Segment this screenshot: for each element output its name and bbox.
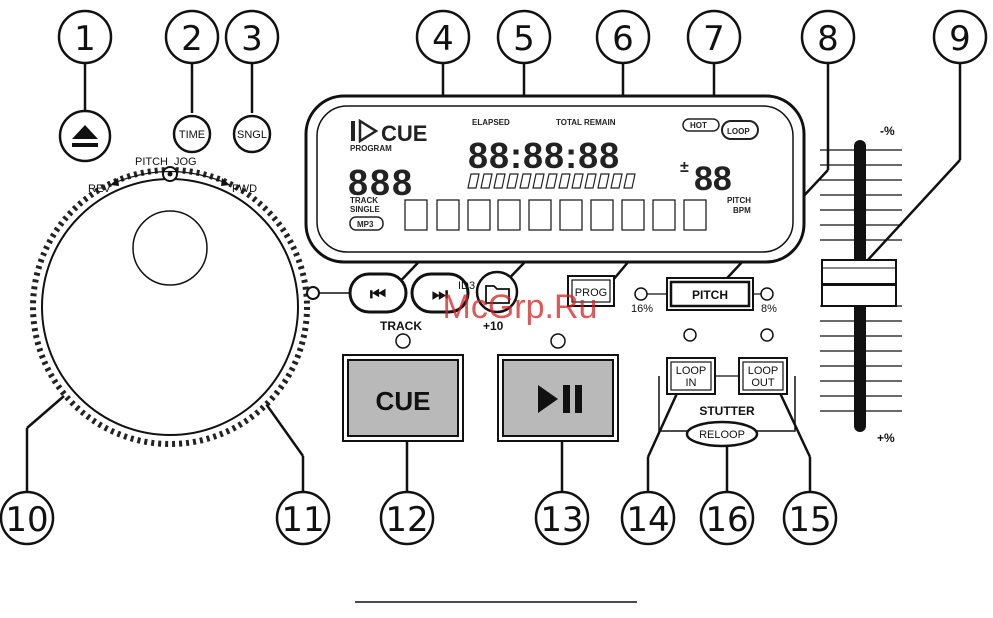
lcd-pitch-digits: 88 xyxy=(694,160,732,198)
svg-text:1: 1 xyxy=(74,19,96,59)
pitch-16-label: 16% xyxy=(631,303,653,315)
svg-text:11: 11 xyxy=(281,500,324,540)
callout-6: 6 xyxy=(597,11,649,63)
single-button[interactable]: SNGL xyxy=(234,116,270,152)
svg-text:SNGL: SNGL xyxy=(237,129,267,141)
svg-text:CUE: CUE xyxy=(376,386,431,416)
svg-text:9: 9 xyxy=(949,19,971,59)
callout-12: 12 xyxy=(381,492,433,544)
svg-text:4: 4 xyxy=(432,19,454,59)
pitch-plus-label: +% xyxy=(877,431,895,445)
callout-11: 11 xyxy=(277,492,329,544)
watermark: McGrp.Ru xyxy=(443,288,598,326)
svg-text:LOOP: LOOP xyxy=(748,365,779,377)
svg-text:14: 14 xyxy=(626,500,669,540)
callout-4: 4 xyxy=(417,11,469,63)
jog-wheel[interactable] xyxy=(33,170,307,444)
pitch-button[interactable]: PITCH xyxy=(667,278,753,310)
svg-text:PITCH: PITCH xyxy=(692,288,728,302)
callout-9: 9 xyxy=(934,11,986,63)
svg-text:PITCH: PITCH xyxy=(727,196,751,205)
svg-text:IN: IN xyxy=(686,377,697,389)
pitch-8-led xyxy=(761,288,773,300)
svg-text:MP3: MP3 xyxy=(357,220,374,229)
svg-text:15: 15 xyxy=(788,500,831,540)
svg-text:SINGLE: SINGLE xyxy=(350,205,380,214)
indicator-led xyxy=(307,287,319,299)
lcd-cue-indicator: CUE xyxy=(381,121,427,146)
jog-label: JOG xyxy=(174,156,197,168)
pitch-minus-label: -% xyxy=(880,124,895,138)
svg-text:5: 5 xyxy=(513,19,535,59)
play-pause-button[interactable] xyxy=(498,355,618,441)
svg-text:3: 3 xyxy=(241,19,263,59)
pitch-8-label: 8% xyxy=(761,303,777,315)
svg-text:13: 13 xyxy=(540,500,583,540)
time-button[interactable]: TIME xyxy=(174,116,210,152)
pitch-slider-handle[interactable] xyxy=(822,260,896,306)
skip-back-icon: ⏮ xyxy=(370,284,386,305)
lcd-time-digits: 88:88:88 xyxy=(468,135,620,176)
svg-text:HOT: HOT xyxy=(690,121,707,130)
jog-wheel-finger-dimple xyxy=(133,211,207,285)
svg-text:PROGRAM: PROGRAM xyxy=(350,144,392,153)
loop-in-button[interactable]: LOOP IN xyxy=(667,358,715,394)
callout-15: 15 xyxy=(784,492,836,544)
svg-text:TIME: TIME xyxy=(179,129,205,141)
stutter-label: STUTTER xyxy=(699,404,755,418)
svg-text:LOOP: LOOP xyxy=(676,365,707,377)
svg-text:8: 8 xyxy=(817,19,839,59)
fwd-label: FWD xyxy=(232,183,257,195)
svg-text:7: 7 xyxy=(703,19,725,59)
svg-text:TRACK: TRACK xyxy=(350,196,378,205)
loop-out-button[interactable]: LOOP OUT xyxy=(739,358,787,394)
lcd-display: CUE PROGRAM 888 TRACK SINGLE MP3 ELAPSED… xyxy=(306,96,804,262)
svg-text:RELOOP: RELOOP xyxy=(699,429,745,441)
track-prev-button[interactable]: ⏮ xyxy=(350,274,406,312)
cue-led xyxy=(396,334,410,348)
eject-button[interactable] xyxy=(60,111,110,161)
svg-text:10: 10 xyxy=(5,500,48,540)
svg-text:TOTAL REMAIN: TOTAL REMAIN xyxy=(556,118,616,127)
pitch-label: PITCH xyxy=(135,156,168,168)
callout-3: 3 xyxy=(226,11,278,63)
reloop-button[interactable]: RELOOP xyxy=(687,422,757,446)
callout-1: 1 xyxy=(59,11,111,63)
play-led xyxy=(551,334,565,348)
svg-text:±: ± xyxy=(680,159,689,176)
loop-out-led xyxy=(761,329,773,341)
svg-text:LOOP: LOOP xyxy=(727,127,750,136)
loop-in-led xyxy=(684,329,696,341)
cue-button[interactable]: CUE xyxy=(343,355,463,441)
svg-text:2: 2 xyxy=(181,19,203,59)
callout-13: 13 xyxy=(536,492,588,544)
svg-text:ELAPSED: ELAPSED xyxy=(472,118,510,127)
pitch-jog-selector[interactable] xyxy=(163,167,177,181)
rev-label: REV xyxy=(88,183,111,195)
callout-7: 7 xyxy=(688,11,740,63)
callout-16: 16 xyxy=(701,492,753,544)
callout-14: 14 xyxy=(622,492,674,544)
svg-text:OUT: OUT xyxy=(751,377,775,389)
svg-text:16: 16 xyxy=(705,500,748,540)
callout-10: 10 xyxy=(1,492,53,544)
svg-text:BPM: BPM xyxy=(733,206,751,215)
pitch-16-led xyxy=(635,288,647,300)
callout-8: 8 xyxy=(802,11,854,63)
callout-2: 2 xyxy=(166,11,218,63)
callout-5: 5 xyxy=(498,11,550,63)
svg-text:6: 6 xyxy=(612,19,634,59)
track-label: TRACK xyxy=(380,319,422,333)
svg-text:12: 12 xyxy=(385,500,428,540)
